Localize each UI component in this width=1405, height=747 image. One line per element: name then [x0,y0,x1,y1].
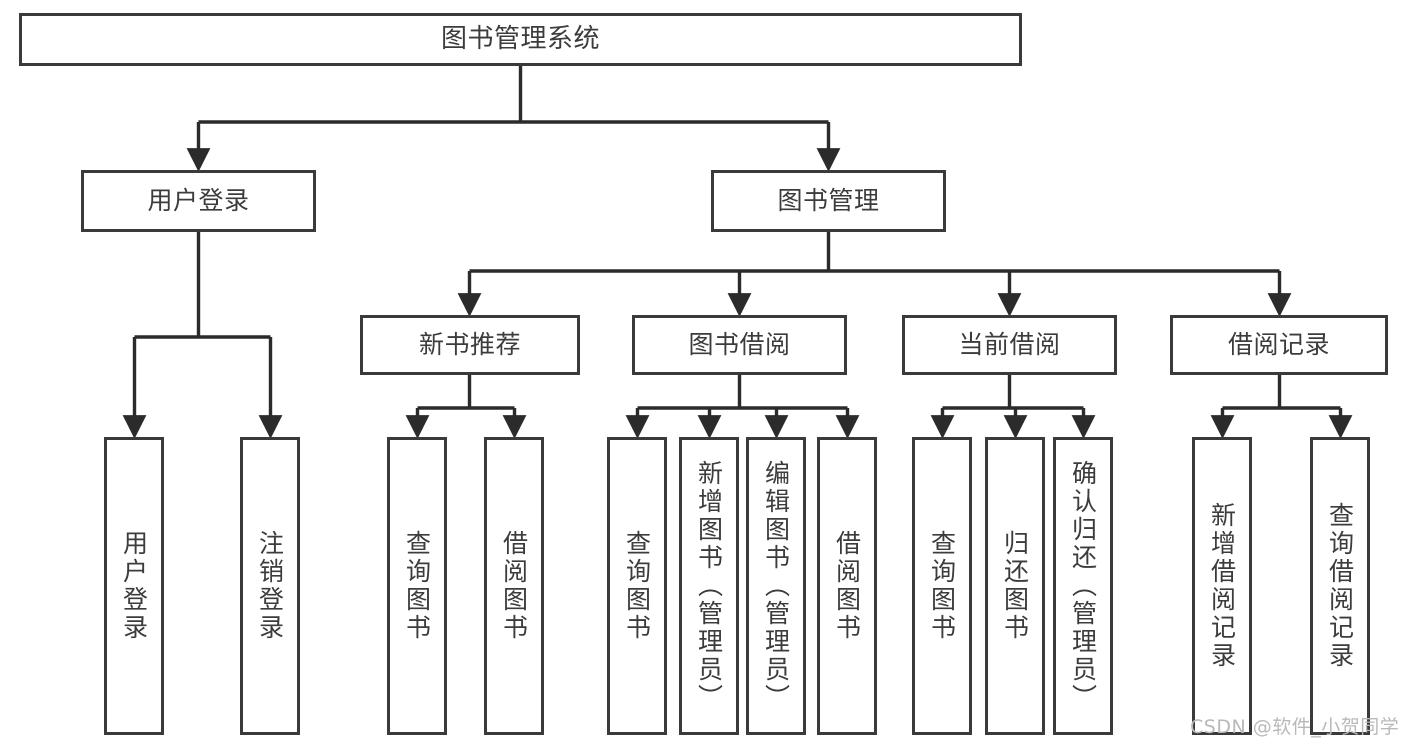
node-leaf-return-book[interactable]: 归还图书 [985,437,1045,735]
node-current-borrow[interactable]: 当前借阅 [902,315,1117,375]
node-borrow-record[interactable]: 借阅记录 [1170,315,1388,375]
node-leaf-query-record-label: 查询借阅记录 [1325,502,1355,670]
node-user-login[interactable]: 用户登录 [81,170,316,232]
node-leaf-edit-book-label: 编辑图书（管理员） [761,460,791,712]
node-new-book-recommend-label: 新书推荐 [418,330,521,360]
node-leaf-add-record[interactable]: 新增借阅记录 [1192,437,1252,735]
node-borrow-record-label: 借阅记录 [1227,330,1330,360]
node-leaf-query-book-1-label: 查询图书 [402,530,432,642]
node-leaf-borrow-book-1-label: 借阅图书 [499,530,529,642]
node-leaf-borrow-book-2[interactable]: 借阅图书 [817,437,877,735]
node-book-manage[interactable]: 图书管理 [711,170,946,232]
node-leaf-user-login-label: 用户登录 [119,530,149,642]
node-book-borrow-label: 图书借阅 [688,330,791,360]
node-leaf-logout[interactable]: 注销登录 [240,437,300,735]
node-book-manage-label: 图书管理 [777,186,880,216]
node-leaf-query-book-1[interactable]: 查询图书 [387,437,447,735]
node-leaf-add-record-label: 新增借阅记录 [1207,502,1237,670]
node-root-label: 图书管理系统 [440,24,600,55]
node-leaf-query-book-3-label: 查询图书 [927,530,957,642]
node-new-book-recommend[interactable]: 新书推荐 [360,315,580,375]
node-root[interactable]: 图书管理系统 [19,13,1022,66]
node-leaf-confirm-return-label: 确认归还（管理员） [1068,460,1098,712]
watermark: CSDN @软件_小贺同学 [1190,716,1400,738]
node-leaf-add-book[interactable]: 新增图书（管理员） [679,437,739,735]
node-leaf-query-book-3[interactable]: 查询图书 [912,437,972,735]
node-leaf-borrow-book-1[interactable]: 借阅图书 [484,437,544,735]
node-book-borrow[interactable]: 图书借阅 [632,315,847,375]
node-leaf-query-book-2[interactable]: 查询图书 [607,437,667,735]
node-leaf-return-book-label: 归还图书 [1000,530,1030,642]
node-user-login-label: 用户登录 [147,186,250,216]
node-leaf-user-login[interactable]: 用户登录 [104,437,164,735]
node-leaf-logout-label: 注销登录 [255,530,285,642]
node-leaf-query-record[interactable]: 查询借阅记录 [1310,437,1370,735]
node-leaf-add-book-label: 新增图书（管理员） [694,460,724,712]
node-leaf-borrow-book-2-label: 借阅图书 [832,530,862,642]
node-current-borrow-label: 当前借阅 [958,330,1061,360]
node-leaf-query-book-2-label: 查询图书 [622,530,652,642]
node-leaf-confirm-return[interactable]: 确认归还（管理员） [1053,437,1113,735]
node-leaf-edit-book[interactable]: 编辑图书（管理员） [746,437,806,735]
